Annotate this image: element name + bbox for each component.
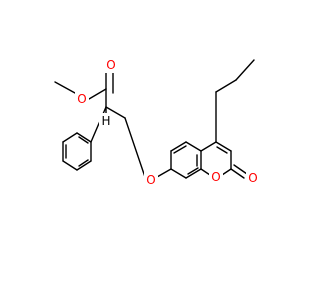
bond-C7-C8 [170,168,187,179]
atom-ring-oxygen: O [209,169,223,185]
bond-C8-C8a [185,168,202,179]
bond-C5-C6 [170,141,187,152]
bond-layer [54,59,255,179]
bond-ph-inner-2 [78,159,89,167]
bond-benzo-inner-1 [187,167,199,175]
svg-text:O: O [248,171,257,185]
bond-C2-carbonyl-a [230,168,245,179]
atom-ester-ether-oxygen: O [75,91,89,107]
atom-ester-carbonyl-oxygen: O [104,57,118,73]
bond-C3-C4 [215,141,232,152]
svg-text:H: H [101,114,110,128]
bond-O-C7 [156,168,172,178]
bond-methyl-O [54,81,76,94]
bond-C2-carbonyl-b [233,164,248,175]
svg-text:O: O [77,92,86,106]
bond-benzo-inner-2 [173,145,187,154]
bond-alpha-O [105,106,126,119]
svg-text:O: O [106,58,115,72]
bond-O1-C2 [221,168,232,176]
svg-text:O: O [146,173,155,187]
atom-lactone-carbonyl-oxygen: O [246,170,260,186]
bond-C3C4-inner [216,146,228,154]
bond-alphaO-arylO [124,117,146,178]
atom-aryl-ether-oxygen: O [144,172,158,188]
bond-C8a-O1 [200,168,211,176]
bond-alpha-phenyl [90,106,107,143]
bond-propyl-2 [215,79,237,93]
bond-ph-inner-3 [78,136,89,144]
atom-layer: O O H O O O [75,57,260,188]
atom-alpha-hydrogen: H [99,113,113,129]
svg-text:O: O [211,170,220,184]
bond-C4-C4a [200,141,217,152]
bond-ph-4 [62,160,78,171]
structure-canvas: O O H O O O [54,57,260,188]
molecule-structure: O O H O O O [54,57,260,188]
bond-ph-2 [62,132,78,143]
bond-ph-1 [76,132,92,143]
bond-propyl-3 [235,59,255,81]
bond-C4a-C5 [185,141,202,152]
bond-O-carbonyl [88,88,107,100]
bond-ph-5 [76,160,92,171]
